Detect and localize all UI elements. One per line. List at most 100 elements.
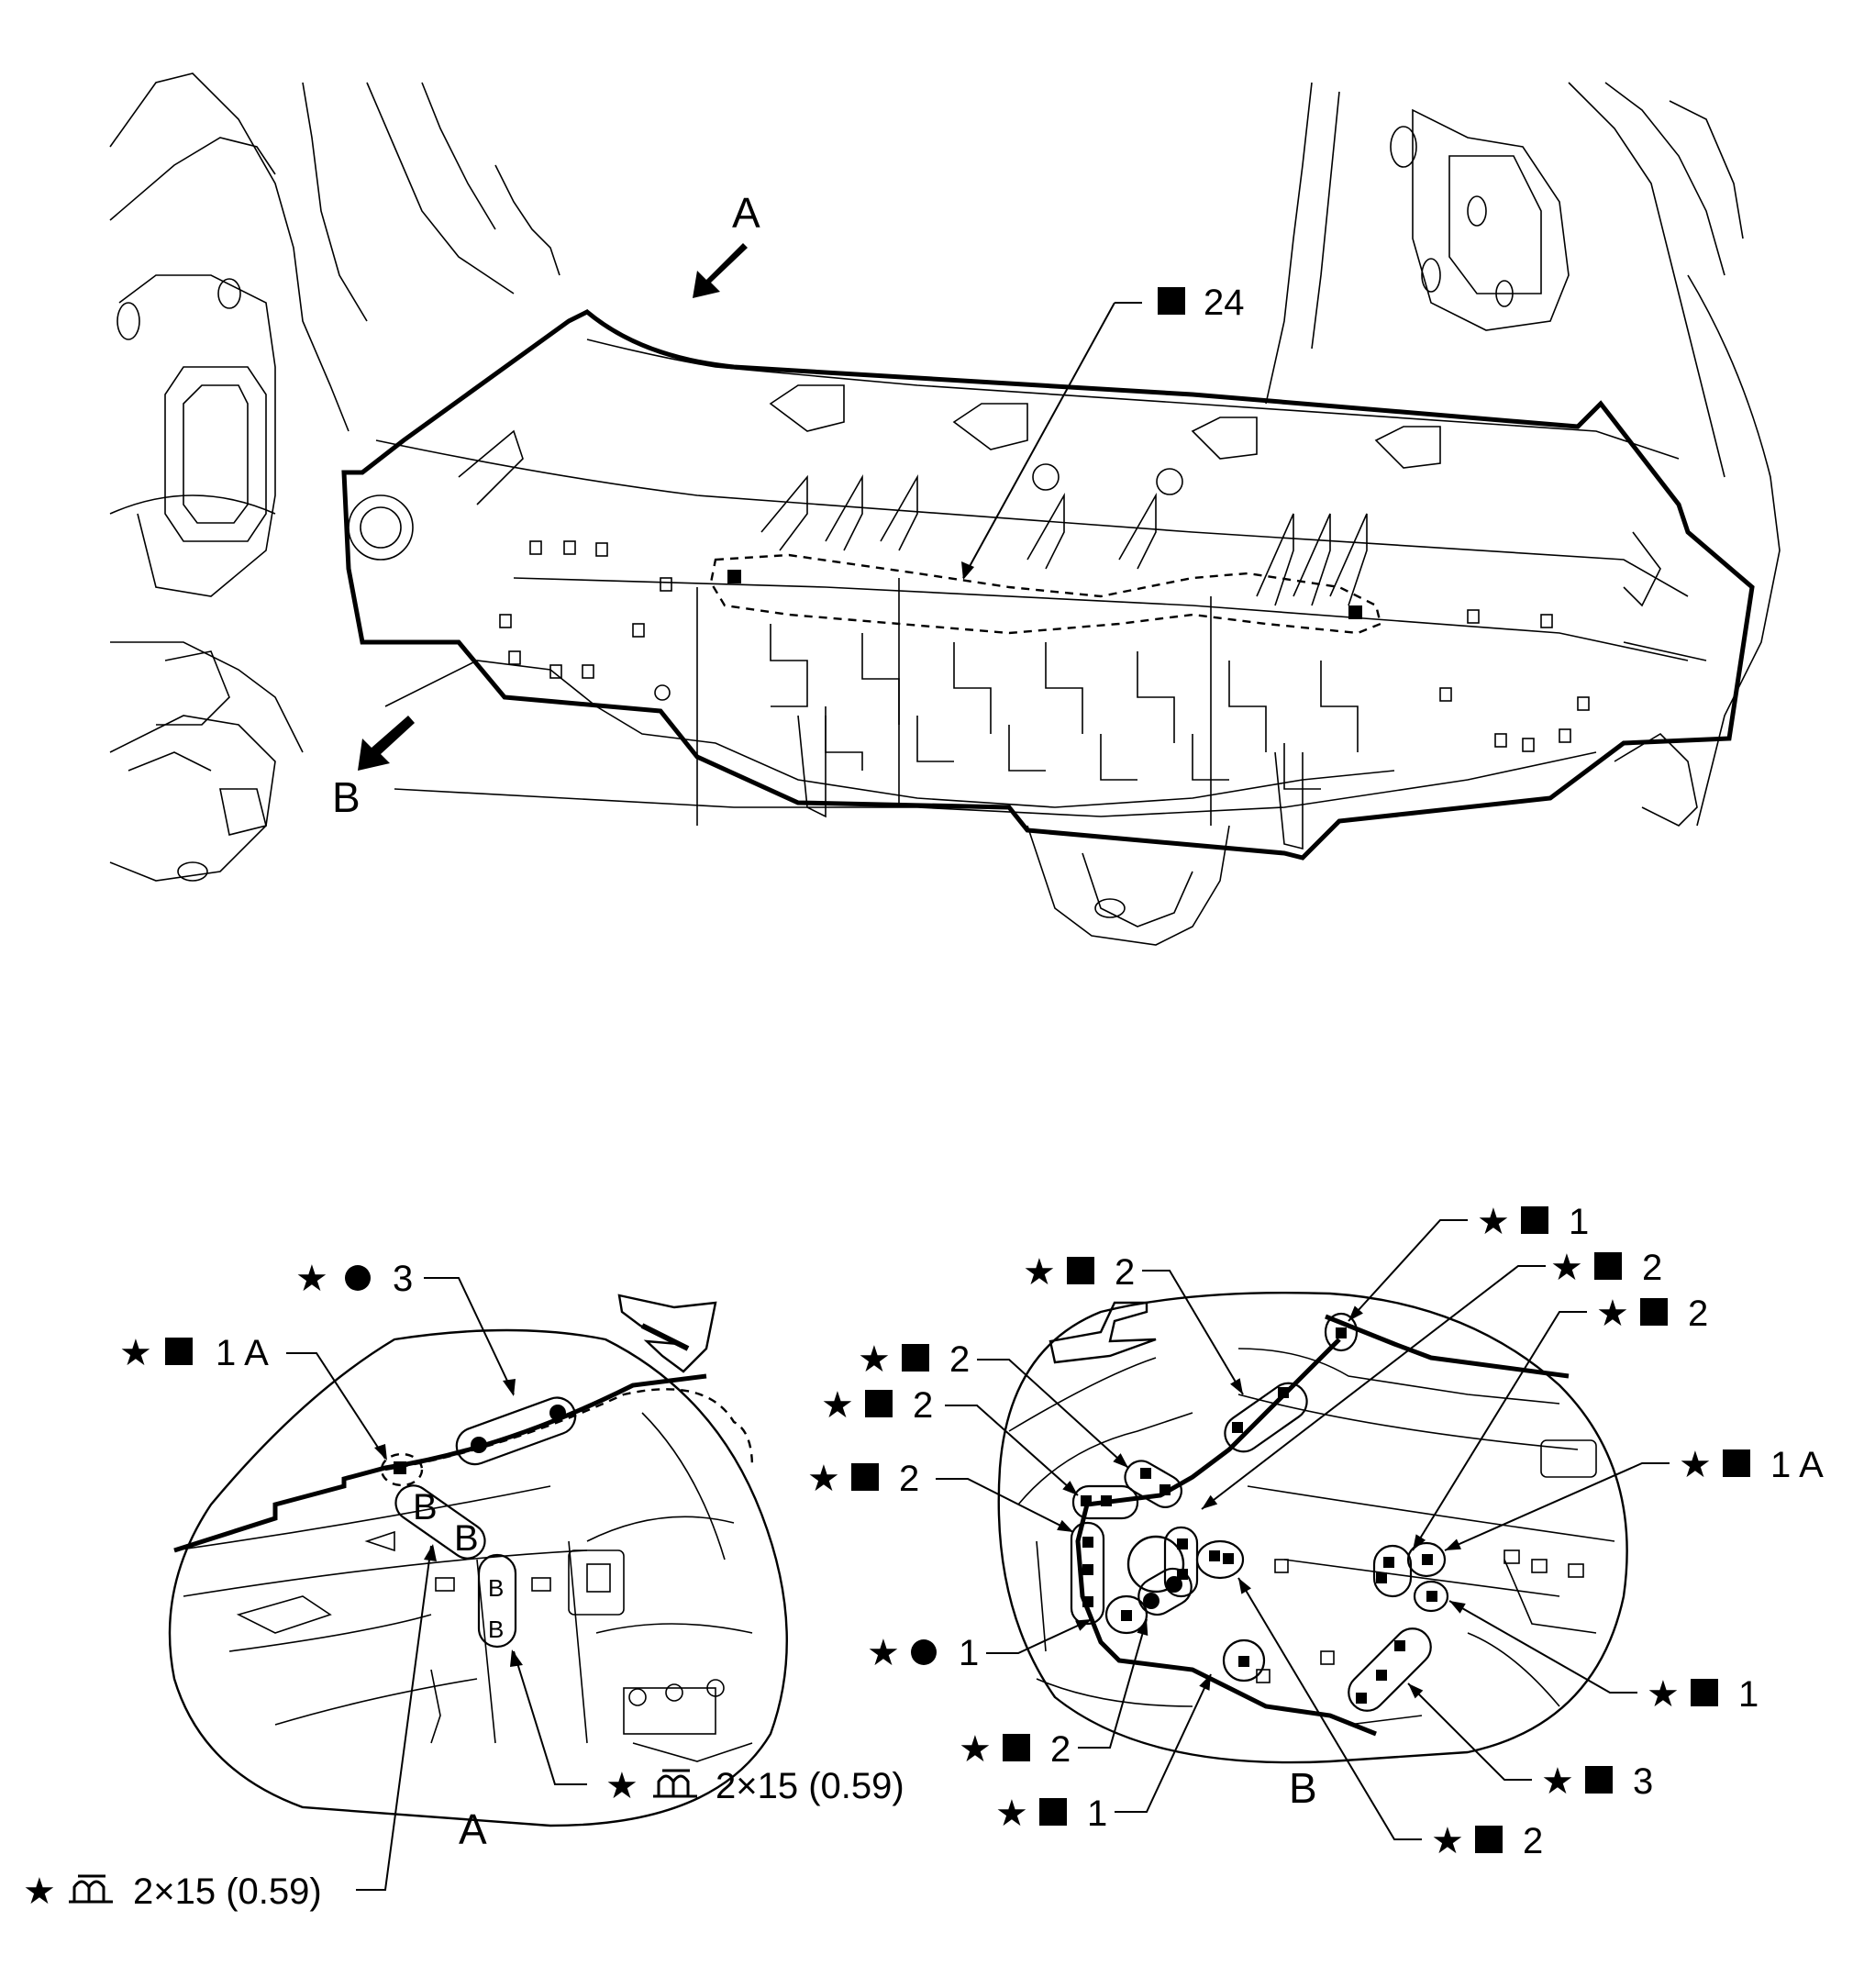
view-b-arrow-label: B: [332, 773, 361, 821]
arrowhead: [1449, 1601, 1466, 1614]
callout-leader-line: [1407, 1683, 1532, 1781]
square-spot-weld-icon: [851, 1463, 879, 1491]
spot-weld-1a-outline: [380, 1452, 424, 1487]
callout-leader-line: [1115, 1673, 1212, 1813]
callout-leader-line: [945, 1405, 1079, 1496]
star-icon: ★: [807, 1459, 840, 1499]
detail-a-title: A: [459, 1805, 487, 1853]
callout-b-count: 3: [1633, 1761, 1653, 1802]
detail-a-dashed-seam: [384, 1388, 754, 1472]
callout-leader-line: [986, 1618, 1093, 1654]
star-icon: ★: [119, 1333, 152, 1373]
detail-a-boundary: [168, 1328, 788, 1827]
square-spot-weld-icon: [902, 1344, 929, 1372]
arc-weld-glyph: B: [413, 1487, 438, 1527]
star-icon: ★: [295, 1259, 328, 1299]
callout-b-count: 2: [1642, 1248, 1662, 1288]
arrowhead: [1062, 1481, 1078, 1495]
arrowhead: [1137, 1619, 1148, 1636]
callout-weld-24-count: 24: [1204, 283, 1245, 323]
callout-b-item: ★1: [995, 1673, 1212, 1834]
arc-weld-glyph: B: [454, 1518, 479, 1559]
callout-leader-line: [936, 1478, 1074, 1533]
callout-leader-line: [1444, 1462, 1670, 1551]
square-spot-weld-icon: [1003, 1734, 1030, 1761]
callout-b-item: ★2: [821, 1385, 1079, 1496]
arrowhead: [1413, 1534, 1426, 1550]
callout-arc-weld-upper: ★ 2×15 (0.59): [510, 1649, 904, 1806]
detail-a-panel-edge: [173, 1373, 707, 1553]
view-b-arrow: B: [332, 716, 415, 821]
arc-weld-group-outline-vertical: [477, 1553, 517, 1649]
detail-b-lines: [1008, 1348, 1615, 1726]
circle-spot-weld-icon: [345, 1265, 371, 1291]
square-spot-weld-icon: [1640, 1298, 1668, 1326]
arc-weld-glyph: B: [488, 1574, 504, 1602]
star-icon: ★: [1431, 1821, 1464, 1861]
callout-b-item: ★3: [1407, 1683, 1653, 1802]
arc-weld-group-outline: [394, 1484, 486, 1560]
callout-b-count: 2: [949, 1339, 970, 1380]
callout-b-list: ★2★1★2★2★2★2★2★1 A★1★3★2★1★2★1: [807, 1202, 1824, 1861]
weld-zone-dashed: [709, 553, 1382, 635]
panel-interior-lines: [348, 339, 1707, 850]
star-icon: ★: [1596, 1294, 1629, 1334]
square-spot-weld-icon: [1475, 1826, 1503, 1853]
star-icon: ★: [23, 1871, 56, 1912]
callout-b-item: ★1: [1348, 1202, 1589, 1322]
callout-leader-line: [1078, 1618, 1148, 1749]
callout-leader-line: [1237, 1577, 1422, 1840]
callout-b-item: ★2: [1023, 1252, 1244, 1395]
arrowhead: [1348, 1305, 1363, 1321]
callout-arc-weld-lower: ★ 2×15 (0.59): [23, 1544, 437, 1912]
detail-a: B B B B ★ 3 ★ 1 A ★ 2×15 (0.59): [23, 1259, 904, 1912]
star-icon: ★: [1541, 1761, 1574, 1802]
callout-weld-24: 24: [961, 283, 1245, 580]
star-icon: ★: [959, 1729, 992, 1770]
callout-arc-upper-label: 2×15 (0.59): [716, 1766, 904, 1806]
star-icon: ★: [605, 1766, 638, 1806]
square-spot-weld-icon: [1691, 1679, 1718, 1706]
star-icon: ★: [1679, 1445, 1712, 1485]
detail-b-panel-edge: [1075, 1314, 1570, 1737]
view-a-arrow: A: [693, 189, 760, 298]
callout-b-count: 2: [913, 1385, 933, 1426]
square-spot-weld-icon: [165, 1338, 193, 1365]
square-spot-weld-icon: [1158, 287, 1185, 315]
star-icon: ★: [821, 1385, 854, 1426]
weld-point-marker: [727, 570, 741, 583]
arrowhead: [1113, 1453, 1128, 1468]
weld-markers: [1081, 1327, 1437, 1704]
arrowhead: [1445, 1538, 1461, 1550]
rear-panel-outline: [341, 309, 1755, 861]
callout-leader-line: [1348, 1219, 1468, 1322]
weld-group-outlines: [1070, 1312, 1449, 1712]
callout-b-count: 2: [1523, 1821, 1543, 1861]
callout-1a-label: 1 A: [216, 1333, 269, 1373]
star-icon: ★: [995, 1794, 1028, 1834]
callout-b-count: 2: [1050, 1729, 1071, 1770]
detail-a-direction-arrow: [617, 1294, 717, 1373]
callout-arc-lower-label: 2×15 (0.59): [133, 1871, 322, 1912]
square-spot-weld-icon: [1039, 1798, 1067, 1826]
square-spot-weld-icon: [1594, 1252, 1622, 1280]
star-icon: ★: [1023, 1252, 1056, 1293]
callout-spot-3-count: 3: [393, 1259, 413, 1299]
arrowhead: [1238, 1578, 1251, 1594]
detail-b-direction-arrow: [1049, 1301, 1157, 1364]
detail-a-lines: [173, 1412, 753, 1762]
callout-b-item: ★1: [1448, 1600, 1759, 1715]
body-structure-lines: [109, 72, 1781, 946]
square-spot-weld-icon: [1585, 1766, 1613, 1794]
star-icon: ★: [1647, 1674, 1680, 1715]
circle-spot-weld-icon: [911, 1639, 937, 1665]
detail-b-title: B: [1289, 1764, 1317, 1812]
arrowhead: [1202, 1494, 1218, 1509]
callout-b-item: ★1 A: [1444, 1445, 1824, 1551]
star-icon: ★: [1477, 1202, 1510, 1242]
star-icon: ★: [1550, 1248, 1583, 1288]
arrowhead: [1408, 1683, 1424, 1699]
weld-point-marker: [1348, 605, 1362, 619]
detail-b-boundary: [997, 1291, 1628, 1764]
